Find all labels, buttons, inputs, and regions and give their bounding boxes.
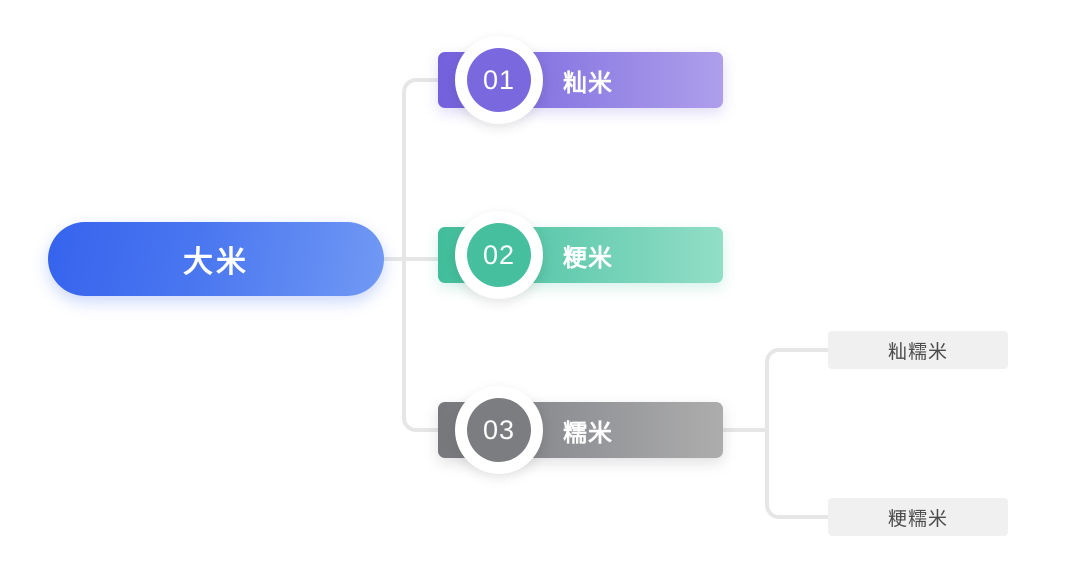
leaf-label-2: 粳糯米 (887, 508, 948, 530)
branch-node-03[interactable]: 03 糯米 (438, 386, 723, 474)
branch-label-03: 糯米 (563, 419, 613, 447)
leaf-node-jing-nuo-mi[interactable]: 粳糯米 (828, 498, 1008, 536)
connector-leaf-2 (765, 428, 830, 519)
root-node-label: 大米 (183, 246, 249, 279)
branch-node-01[interactable]: 01 籼米 (438, 36, 723, 124)
branch-medallion-inner-02: 02 (467, 223, 531, 287)
branch-number-03: 03 (482, 414, 516, 445)
connector-branch-3 (402, 257, 440, 432)
branch-medallion-inner-03: 03 (467, 398, 531, 462)
connector-branch-1 (402, 78, 440, 261)
branch-medallion-inner-01: 01 (467, 48, 531, 112)
branch-medallion-03: 03 (455, 386, 543, 474)
branch-medallion-01: 01 (455, 36, 543, 124)
root-node[interactable]: 大米 (48, 222, 384, 296)
connector-leaf-1 (765, 348, 830, 432)
branch-medallion-02: 02 (455, 211, 543, 299)
branch-label-02: 粳米 (563, 244, 613, 272)
branch-number-01: 01 (482, 64, 516, 95)
branch-number-02: 02 (482, 239, 516, 270)
leaf-node-xian-nuo-mi[interactable]: 籼糯米 (828, 331, 1008, 369)
leaf-label-1: 籼糯米 (887, 341, 948, 363)
branch-label-01: 籼米 (563, 69, 613, 97)
branch-node-02[interactable]: 02 粳米 (438, 211, 723, 299)
